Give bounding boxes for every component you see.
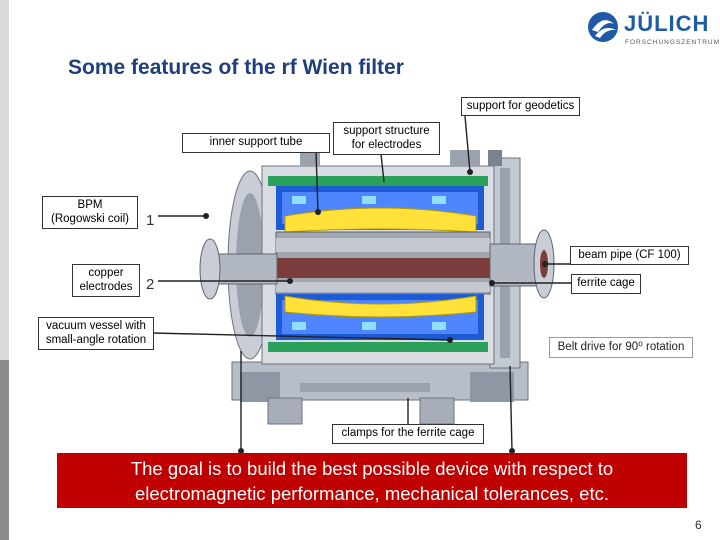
leader-lines: [151, 115, 607, 452]
base-frame: [231, 361, 529, 425]
logo-subtitle: FORSCHUNGSZENTRUM: [625, 39, 720, 46]
callout-support-geodetics: support for geodetics: [461, 97, 580, 116]
support-structure-line2: for electrodes: [351, 139, 422, 151]
julich-logo: JÜLICH FORSCHUNGSZENTRUM: [586, 8, 719, 50]
julich-logo-icon: [588, 12, 618, 42]
sidebar-accent-dark: [0, 360, 9, 540]
support-structure-line1: support structure: [343, 125, 430, 137]
callout-clamps: clamps for the ferrite cage: [332, 424, 484, 444]
copper-line1: copper: [88, 267, 124, 279]
marker-number-two: 2: [146, 276, 155, 293]
callout-bpm: BPM (Rogowski coil): [42, 196, 138, 229]
callout-ferrite-cage: ferrite cage: [571, 274, 641, 294]
vacuum-line2: small-angle rotation: [45, 334, 147, 346]
callout-vacuum-vessel: vacuum vessel with small-angle rotation: [38, 317, 154, 350]
inner-support-tube-text: inner support tube: [209, 136, 303, 148]
vacuum-line1: vacuum vessel with: [46, 320, 146, 332]
bpm-line1: BPM: [77, 199, 103, 211]
logo-wordmark: JÜLICH: [624, 11, 710, 36]
callout-beam-pipe: beam pipe (CF 100): [570, 246, 689, 265]
callout-inner-support-tube: inner support tube: [182, 133, 330, 153]
page-number: 6: [695, 518, 702, 532]
callout-copper-electrodes: copper electrodes: [72, 264, 140, 297]
goal-statement-box: The goal is to build the best possible d…: [57, 453, 687, 508]
lower-ferrite-cage: [276, 294, 484, 340]
top-supports: [300, 150, 502, 166]
leader-dots: [203, 169, 548, 454]
goal-line2: electromagnetic performance, mechanical …: [134, 483, 610, 504]
goal-line1: The goal is to build the best possible d…: [130, 458, 614, 479]
slide-title: Some features of the rf Wien filter: [68, 56, 404, 79]
callout-support-structure: support structure for electrodes: [333, 122, 440, 155]
marker-number-one: 1: [146, 212, 155, 229]
upper-ferrite-cage: [276, 186, 484, 233]
bpm-line2: (Rogowski coil): [51, 213, 129, 225]
sidebar-accent-light: [0, 0, 9, 360]
copper-line2: electrodes: [79, 281, 133, 293]
inner-support-tube: [275, 231, 491, 295]
belt-drive-label: Belt drive for 90⁰ rotation: [549, 337, 693, 358]
